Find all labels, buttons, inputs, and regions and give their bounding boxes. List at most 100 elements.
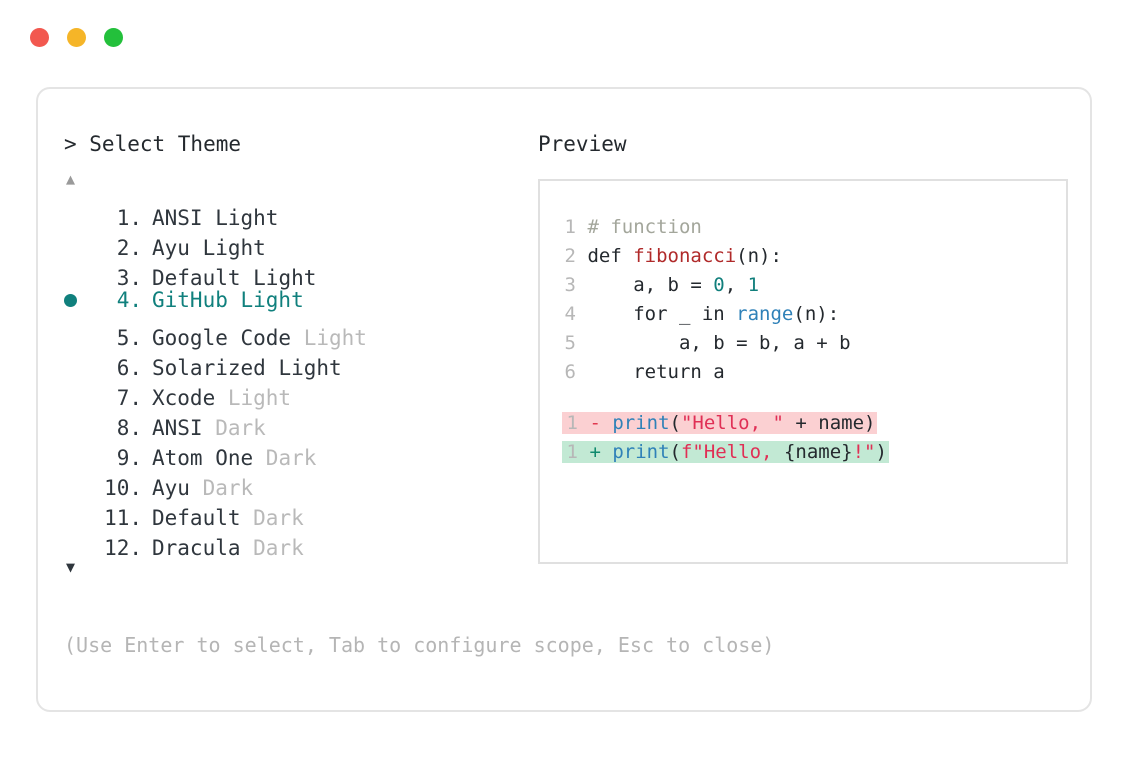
code-token: + name) [783,412,876,434]
diff-line-body: 1 + print(f"Hello, {name}!") [562,441,889,463]
theme-name: Default [152,266,241,290]
diff-line-del: 1 - print("Hello, " + name) [562,409,1066,438]
scroll-up-icon[interactable]: ▲ [66,170,76,188]
code-line: 2 def fibonacci(n): [562,242,1066,271]
selection-bullet-cell [64,255,94,285]
code-token: print [612,441,670,463]
diff-block: 1 - print("Hello, " + name) 1 + print(f"H… [562,409,1066,467]
theme-list-item[interactable]: 12.Dracula Dark [64,525,524,560]
line-number: 6 [564,361,576,383]
theme-index: 8. [104,416,142,440]
code-token: return a [587,361,725,383]
theme-name: Xcode [152,386,216,410]
theme-name: Solarized [152,356,266,380]
selected-dot-icon [64,294,77,307]
theme-index: 11. [104,506,142,530]
keyboard-hint: (Use Enter to select, Tab to configure s… [64,633,775,657]
code-spacer [562,387,1066,409]
code-token: fibonacci [633,245,737,267]
theme-list-item[interactable]: 2.Ayu Light [64,225,524,260]
code-token: a, b = [587,274,714,296]
code-token: (n): [793,303,840,325]
selection-bullet-cell [64,286,94,316]
code-token: "Hello, " [680,412,784,434]
code-token: 1 [747,274,760,296]
selection-bullet-cell [64,525,94,555]
selection-bullet-cell [64,495,94,525]
selection-bullet-cell [64,315,94,345]
theme-index: 2. [104,236,142,260]
theme-list-item[interactable]: 4. GitHub Light [64,285,524,315]
minimize-window-button[interactable] [67,28,86,47]
line-number: 4 [564,303,576,325]
theme-index: 7. [104,386,142,410]
theme-list-item[interactable]: 9. Atom One Dark [64,435,524,470]
theme-list-item[interactable]: 10.Ayu Dark [64,465,524,500]
diff-line-add: 1 + print(f"Hello, {name}!") [562,438,1066,467]
selection-bullet-cell [64,435,94,465]
code-token: {name} [783,441,853,463]
theme-list-item[interactable]: 8. ANSI Dark [64,405,524,440]
code-token: for _ in [587,303,737,325]
theme-variant: Dark [240,506,304,530]
theme-index: 5. [104,326,142,350]
theme-list-item[interactable]: 3.Default Light [64,255,524,290]
code-token: range [736,303,794,325]
window-controls [30,28,123,47]
theme-list-item[interactable]: 6. Solarized Light [64,345,524,380]
theme-index: 9. [104,446,142,470]
code-token: !" [852,441,876,463]
code-token: print [612,412,670,434]
page-title: > Select Theme [64,132,242,156]
code-line: 6 return a [562,358,1066,387]
diff-sign: + [578,441,613,463]
code-token: 0 [713,274,725,296]
theme-variant: Dark [189,476,254,500]
theme-variant: Dark [240,536,304,560]
maximize-window-button[interactable] [104,28,123,47]
code-token: def [587,245,634,267]
theme-list-item[interactable]: 1.ANSI Light [64,195,524,230]
line-number: 2 [564,245,576,267]
theme-list-item[interactable]: 5.Google Code Light [64,315,524,350]
theme-list-item[interactable]: 7. Xcode Light [64,375,524,410]
code-token: , [724,274,748,296]
code-token: a, b = b, a + b [587,332,851,354]
selection-bullet-cell [64,345,94,375]
theme-variant: Light [215,386,292,410]
theme-variant: Dark [253,446,317,470]
theme-name: GitHub [152,288,228,312]
theme-name: ANSI [152,206,203,230]
code-line: 4 for _ in range(n): [562,300,1066,329]
theme-list-item[interactable]: 11.Default Dark [64,495,524,530]
theme-index: 4. [104,288,142,312]
theme-name: Ayu [152,476,190,500]
theme-index: 6. [104,356,142,380]
line-number: 3 [564,274,576,296]
line-number: 1 [564,216,576,238]
selection-bullet-cell [64,375,94,405]
code-token: ) [875,441,887,463]
theme-variant: Light [202,206,279,230]
theme-index: 3. [104,266,142,290]
code-line: 3 a, b = 0, 1 [562,271,1066,300]
preview-title: Preview [538,132,627,156]
theme-variant: Dark [202,416,266,440]
theme-variant: Light [227,288,304,312]
picker-columns: > Select Theme ▲ 1.ANSI Light 2.Ayu Ligh… [38,89,1090,710]
code-token: f"Hello, [680,441,784,463]
diff-sign: - [578,412,613,434]
code-token: (n): [736,245,782,267]
code-token: # function [587,216,702,238]
theme-list[interactable]: 1.ANSI Light 2.Ayu Light 3.Default Light… [64,195,524,560]
theme-name: ANSI [152,416,203,440]
selection-bullet-cell [64,405,94,435]
line-number: 5 [564,332,576,354]
theme-variant: Light [265,356,342,380]
scroll-down-icon[interactable]: ▼ [66,558,76,576]
theme-name: Atom One [152,446,254,470]
close-window-button[interactable] [30,28,49,47]
